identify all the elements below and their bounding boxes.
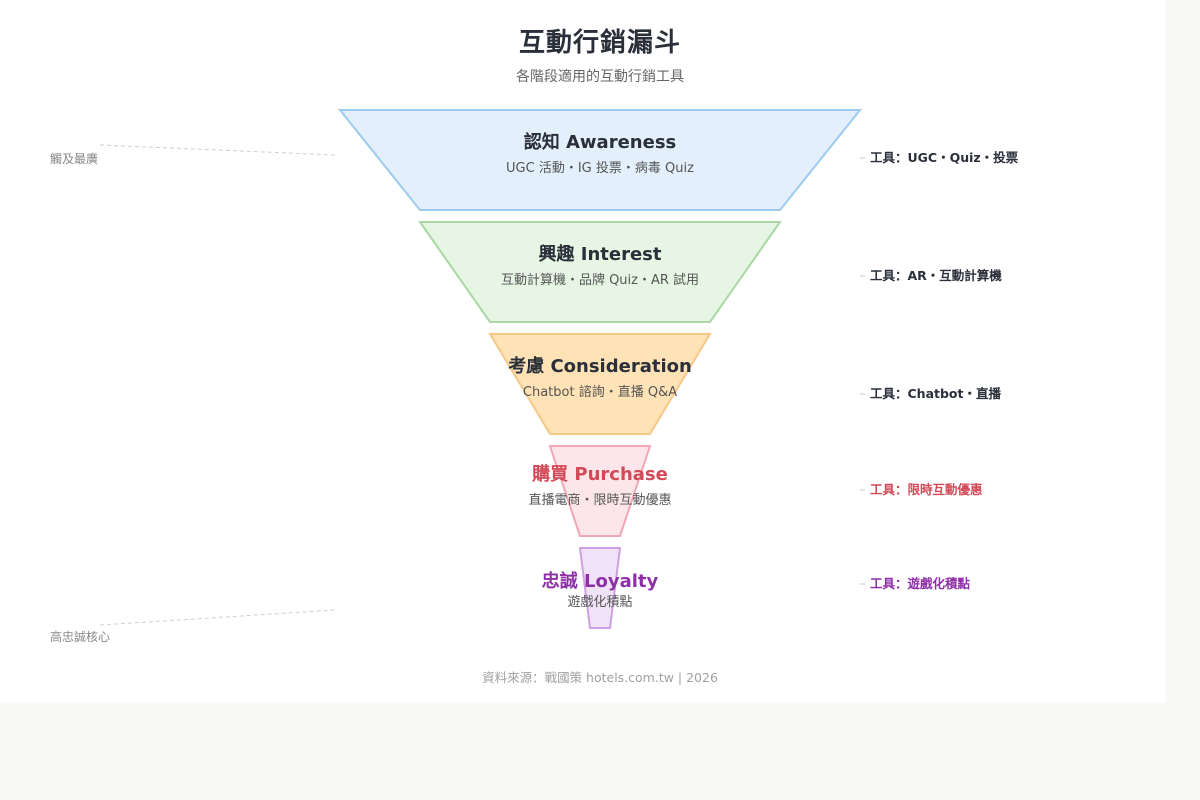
stage-tool-5: 工具：遊戲化積點 [870, 576, 971, 591]
stage-desc-4: 直播電商・限時互動優惠 [528, 493, 671, 508]
page-title: 互動行銷漏斗 [518, 28, 681, 58]
stage-name-5: 忠誠 Loyalty [542, 570, 659, 592]
funnel-stage-1 [337, 109, 863, 211]
funnel-stage-2 [418, 221, 782, 323]
stage-desc-3: Chatbot 諮詢・直播 Q&A [523, 384, 677, 400]
side-label-top: 觸及最廣 [50, 152, 99, 166]
stage-tool-3: 工具：Chatbot・直播 [870, 386, 1001, 401]
funnel-stage-4 [548, 445, 652, 537]
stage-tool-1: 工具：UGC・Quiz・投票 [870, 150, 1019, 165]
guide-line-bottom [99, 609, 336, 626]
stage-tool-4: 工具：限時互動優惠 [870, 482, 983, 497]
funnel-stage-5 [578, 547, 622, 629]
guide-line-top [99, 144, 336, 156]
funnel-stage-3 [488, 333, 712, 435]
stage-name-2: 興趣 Interest [539, 243, 662, 265]
page-subtitle: 各階段適用的互動行銷工具 [516, 69, 684, 85]
stage-tool-2: 工具：AR・互動計算機 [870, 268, 1002, 283]
side-label-bottom: 高忠誠核心 [50, 630, 111, 644]
stage-name-1: 認知 Awareness [524, 131, 677, 153]
stage-desc-5: 遊戲化積點 [567, 595, 632, 610]
stage-name-3: 考慮 Consideration [508, 355, 692, 377]
stage-desc-1: UGC 活動・IG 投票・病毒 Quiz [506, 160, 694, 176]
source-footer: 資料來源：戰國策 hotels.com.tw | 2026 [482, 670, 718, 685]
stage-desc-2: 互動計算機・品牌 Quiz・AR 試用 [501, 272, 699, 288]
stage-name-4: 購買 Purchase [531, 463, 668, 485]
